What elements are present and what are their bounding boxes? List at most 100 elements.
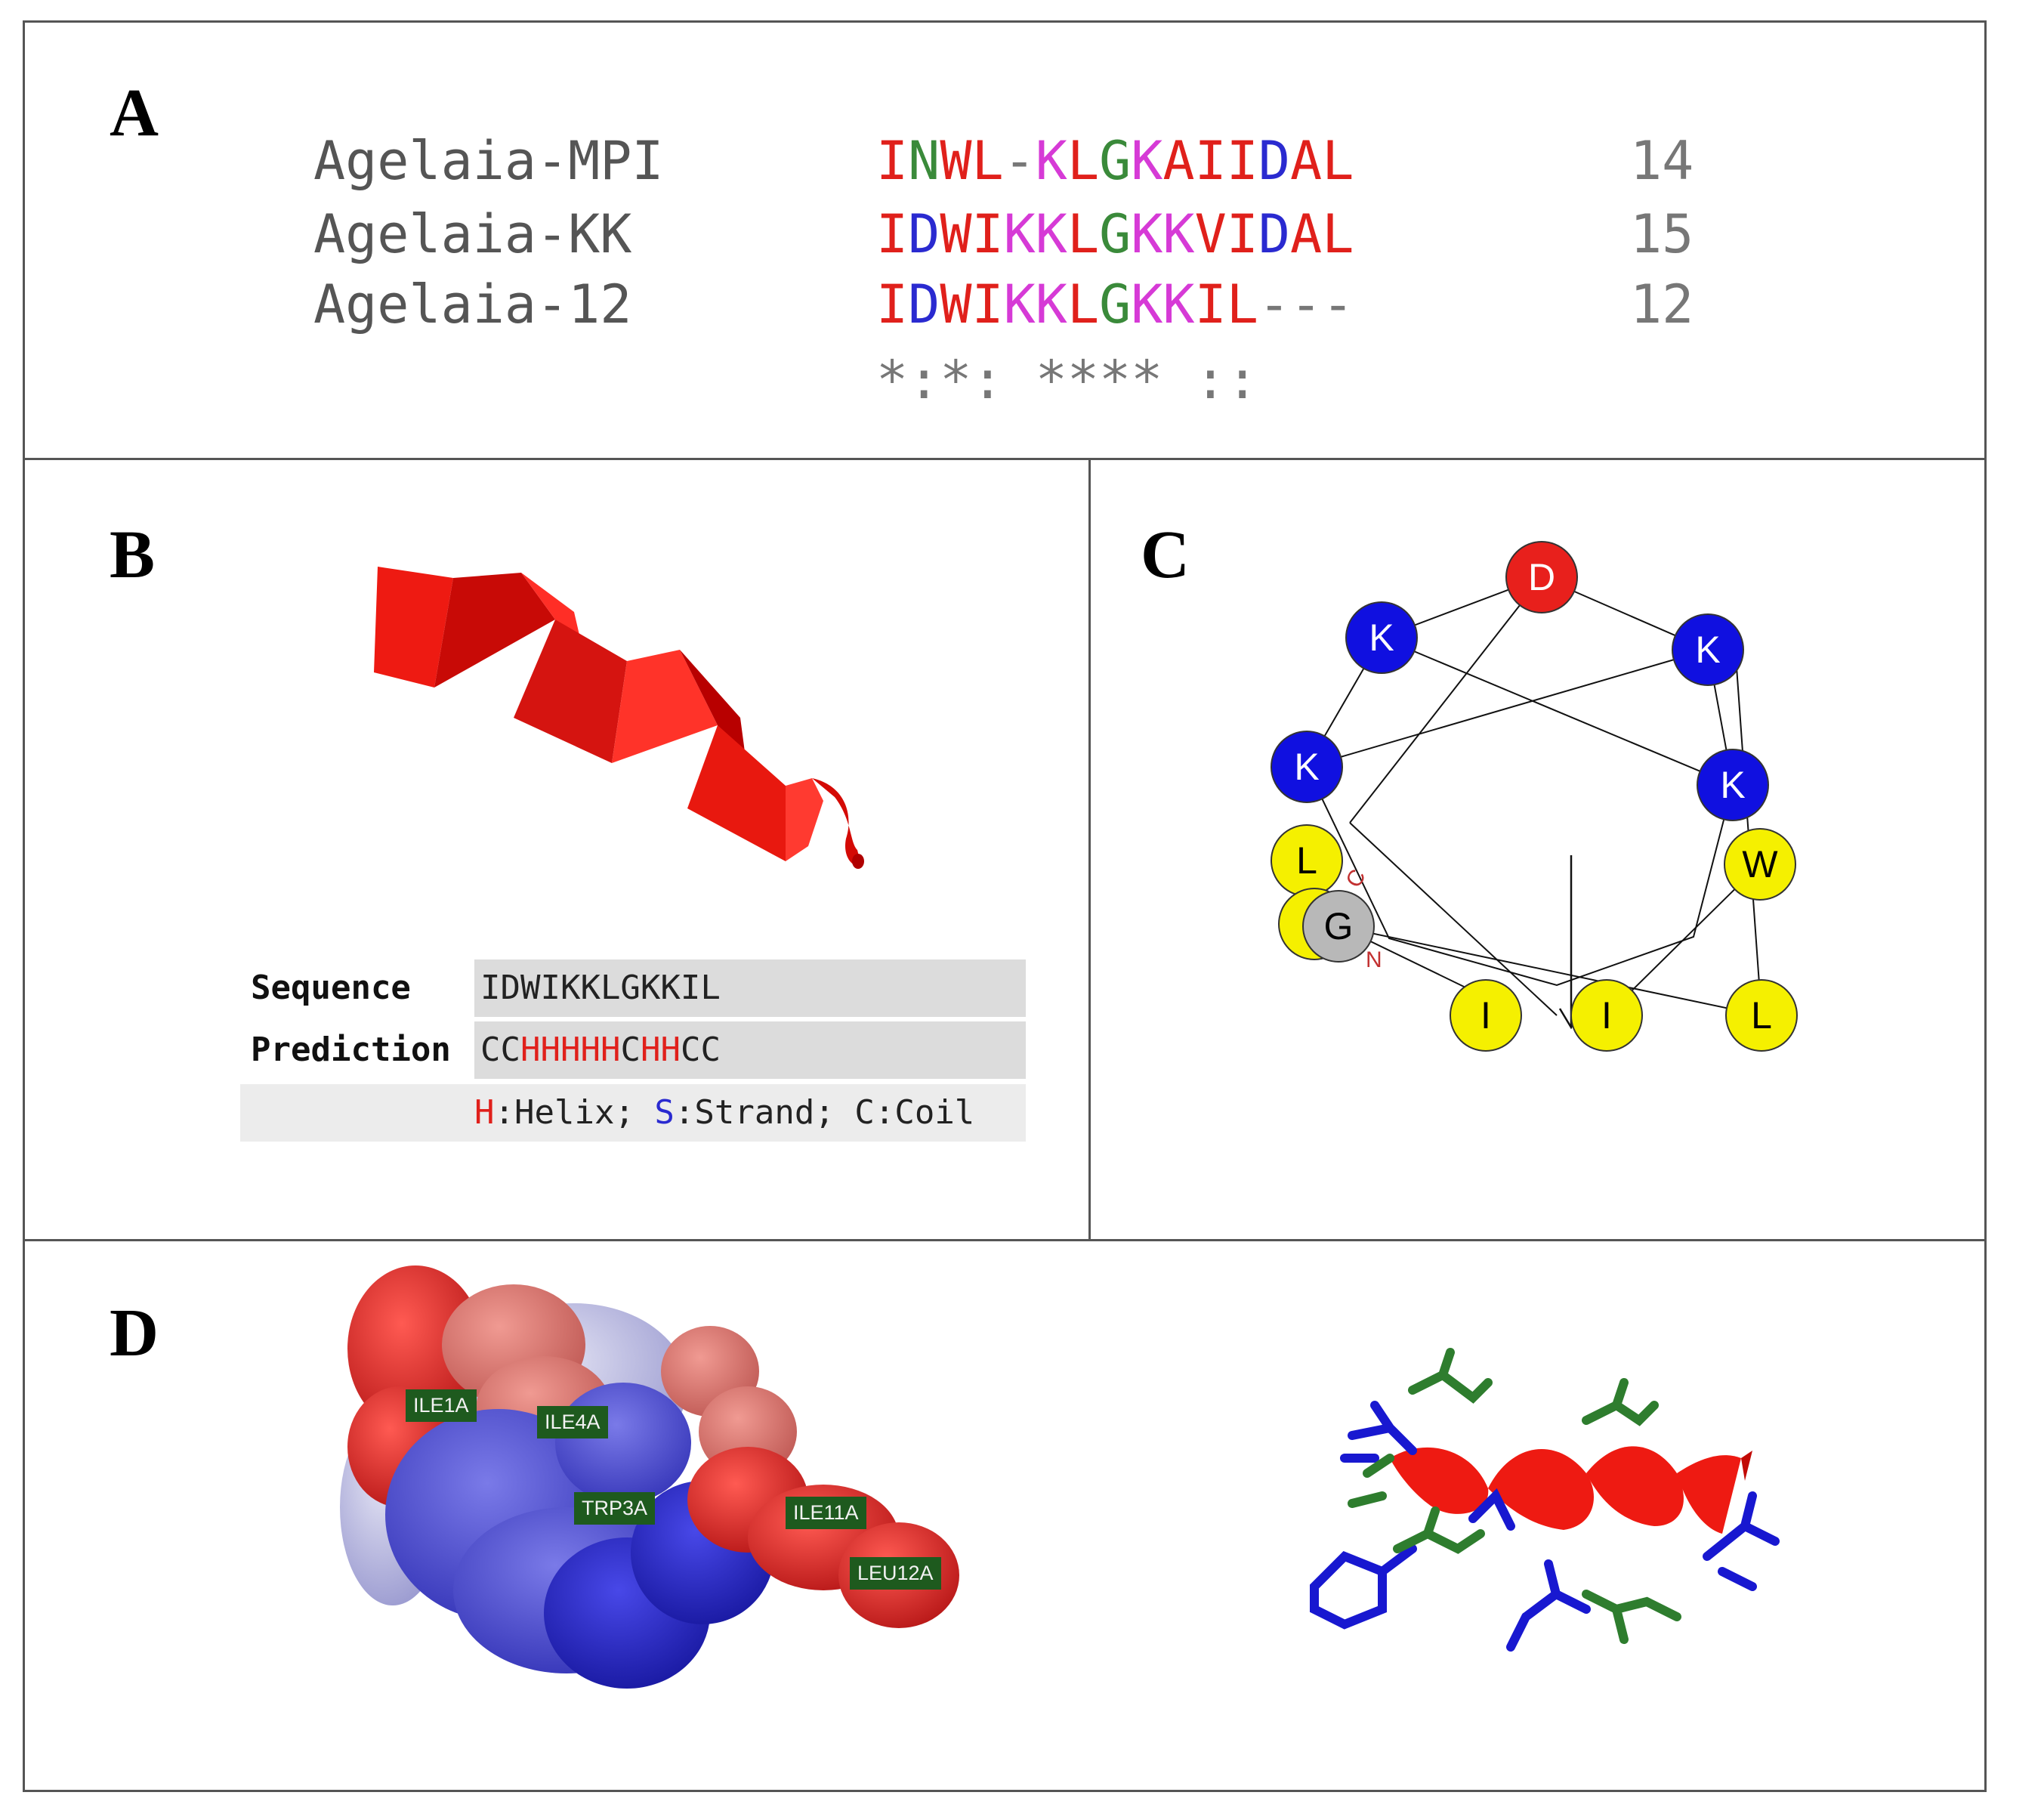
alignment-residue: K — [1035, 203, 1067, 265]
alignment-residue: K — [1162, 273, 1195, 335]
legend-text-coil: :Coil — [874, 1093, 975, 1132]
alignment-residue: L — [1322, 130, 1354, 192]
wheel-residue-letter: K — [1294, 746, 1319, 788]
prediction-char: H — [601, 1031, 621, 1069]
legend-code-helix: H — [474, 1093, 495, 1132]
panel-label-d: D — [110, 1296, 159, 1370]
alignment-count-1: 14 — [1630, 130, 1694, 192]
prediction-char: C — [700, 1031, 721, 1069]
prediction-key: Prediction — [251, 1031, 451, 1069]
prediction-value: CCHHHHHCHHCC — [474, 1021, 1026, 1079]
panel-label-a: A — [110, 76, 159, 150]
structure-legend: H:Helix; S:Strand; C:Coil — [240, 1084, 1026, 1142]
alignment-residue: D — [1258, 203, 1291, 265]
alignment-residue: L — [1067, 203, 1100, 265]
helical-wheel: C N DKKKKLWIGLII — [1271, 541, 1798, 1052]
residue-label-trp3a: TRP3A — [574, 1492, 656, 1525]
sequence-key: Sequence — [251, 969, 411, 1007]
wheel-connecting-lines — [1305, 576, 1762, 1016]
prediction-char: H — [641, 1031, 661, 1069]
prediction-char: C — [681, 1031, 701, 1069]
alignment-residue: I — [1226, 203, 1258, 265]
prediction-char: H — [520, 1031, 541, 1069]
wheel-residue-circle — [1302, 890, 1375, 963]
alignment-seq-1: INWL-KLGKAIIDAL — [876, 134, 1354, 187]
alignment-residue: I — [1226, 130, 1258, 192]
alignment-residue: - — [1290, 273, 1323, 335]
terminus-c: C — [1341, 865, 1370, 892]
alignment-residue: W — [940, 273, 972, 335]
alignment-residue: A — [1290, 130, 1323, 192]
alignment-residue: I — [1194, 273, 1227, 335]
alignment-residue: L — [1322, 203, 1354, 265]
wheel-residue-circle — [1450, 979, 1522, 1052]
sequence-value: IDWIKKLGKKIL — [474, 959, 1026, 1017]
alignment-residue: I — [971, 203, 1004, 265]
prediction-char: H — [540, 1031, 561, 1069]
figure-frame — [23, 20, 1987, 1792]
divider-a-bottom — [23, 458, 1987, 460]
alignment-residue: I — [971, 273, 1004, 335]
alignment-residue: G — [1099, 273, 1132, 335]
alignment-count-2: 15 — [1630, 203, 1694, 265]
wheel-residue-letter: I — [1481, 994, 1491, 1037]
wheel-residue-circle — [1505, 541, 1578, 613]
alignment-residue: A — [1290, 203, 1323, 265]
alignment-residue: L — [1067, 130, 1100, 192]
prediction-char: H — [580, 1031, 601, 1069]
alignment-residue: A — [1162, 130, 1195, 192]
wheel-residue-circle — [1697, 749, 1769, 821]
alignment-name-1: Agelaia-MPI — [313, 130, 664, 192]
alignment-residue: I — [1194, 130, 1227, 192]
alignment-residue: G — [1099, 130, 1132, 192]
alignment-residue: D — [1258, 130, 1291, 192]
alignment-seq-3: IDWIKKLGKKIL--- — [876, 278, 1354, 331]
alignment-residue: - — [1322, 273, 1354, 335]
wheel-residue-letter: L — [1751, 994, 1772, 1037]
wheel-residue-letter: L — [1296, 839, 1317, 882]
alignment-residue: K — [1003, 273, 1036, 335]
alignment-residue: G — [1099, 203, 1132, 265]
alignment-residue: - — [1003, 130, 1036, 192]
wheel-residue-letter: K — [1720, 764, 1745, 806]
residue-label-ile4a: ILE4A — [537, 1406, 608, 1438]
alignment-residue: I — [876, 273, 909, 335]
panel-label-c: C — [1141, 518, 1190, 592]
wheel-residue-circle — [1570, 979, 1643, 1052]
wheel-residue-circle — [1725, 979, 1798, 1052]
alignment-residue: L — [971, 130, 1004, 192]
alignment-consensus: *:*: **** :: — [876, 349, 1258, 411]
alignment-residue: K — [1162, 203, 1195, 265]
panel-label-b: B — [110, 518, 156, 592]
surface-model — [340, 1265, 959, 1689]
wheel-residue-letter: K — [1369, 616, 1394, 659]
alignment-residue: W — [940, 130, 972, 192]
wheel-residue-circle — [1672, 613, 1744, 686]
alignment-residue: I — [876, 130, 909, 192]
alignment-residue: K — [1035, 273, 1067, 335]
legend-text-helix: :Helix; — [494, 1093, 655, 1132]
prediction-char: C — [620, 1031, 641, 1069]
alignment-residue: K — [1131, 203, 1163, 265]
wheel-residue-circle — [1345, 601, 1418, 674]
alignment-residue: K — [1003, 203, 1036, 265]
divider-b-c — [1088, 458, 1091, 1241]
alignment-residue: K — [1131, 130, 1163, 192]
alignment-seq-2: IDWIKKLGKKVIDAL — [876, 208, 1354, 261]
divider-bc-bottom — [23, 1239, 1987, 1241]
prediction-char: H — [660, 1031, 681, 1069]
alignment-residue: - — [1258, 273, 1291, 335]
alignment-residue: K — [1035, 130, 1067, 192]
legend-text-strand: :Strand; — [674, 1093, 855, 1132]
residue-label-ile1a: ILE1A — [406, 1389, 477, 1422]
alignment-residue: D — [908, 273, 940, 335]
alignment-count-3: 12 — [1630, 273, 1694, 335]
alignment-residue: I — [876, 203, 909, 265]
terminus-n: N — [1366, 947, 1382, 972]
residue-label-ile11a: ILE11A — [786, 1497, 866, 1529]
wheel-residue-letter: D — [1528, 556, 1555, 598]
wheel-residue-letter: K — [1695, 629, 1720, 671]
wheel-residue-letter: W — [1742, 843, 1778, 885]
legend-code-strand: S — [654, 1093, 675, 1132]
stick-ribbon-model — [1310, 1348, 1780, 1652]
